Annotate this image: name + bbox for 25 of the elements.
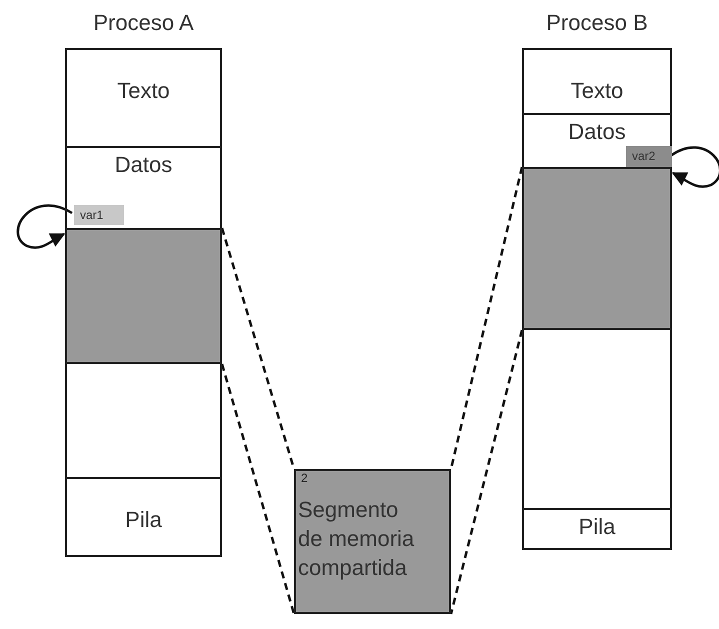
- shared-region: [522, 167, 672, 330]
- segment-label: Segmento de memoria compartida: [298, 496, 416, 582]
- region-number: 2: [301, 471, 308, 485]
- process-title: Proceso A: [92, 10, 195, 37]
- memory-section: [522, 328, 672, 510]
- arrow: [16, 204, 73, 249]
- memory-section: [65, 362, 222, 479]
- shared-memory-segment: [294, 469, 451, 614]
- variable-label: var2: [626, 146, 672, 169]
- section-label: Texto: [570, 78, 624, 104]
- section-label: Texto: [116, 78, 171, 104]
- memory-section: [65, 477, 222, 557]
- memory-section: [65, 48, 222, 148]
- section-label: Datos: [567, 119, 627, 145]
- section-label: Pila: [124, 507, 163, 533]
- mapping-line: [220, 364, 296, 614]
- variable-label: var1: [74, 205, 124, 225]
- process-title: Proceso B: [545, 10, 649, 37]
- shared-region: [65, 228, 222, 364]
- memory-section: [522, 508, 672, 550]
- memory-section: [522, 48, 672, 115]
- section-label: Datos: [114, 152, 174, 178]
- mapping-line: [450, 330, 524, 614]
- arrow: [670, 146, 719, 188]
- section-label: Pila: [578, 514, 616, 540]
